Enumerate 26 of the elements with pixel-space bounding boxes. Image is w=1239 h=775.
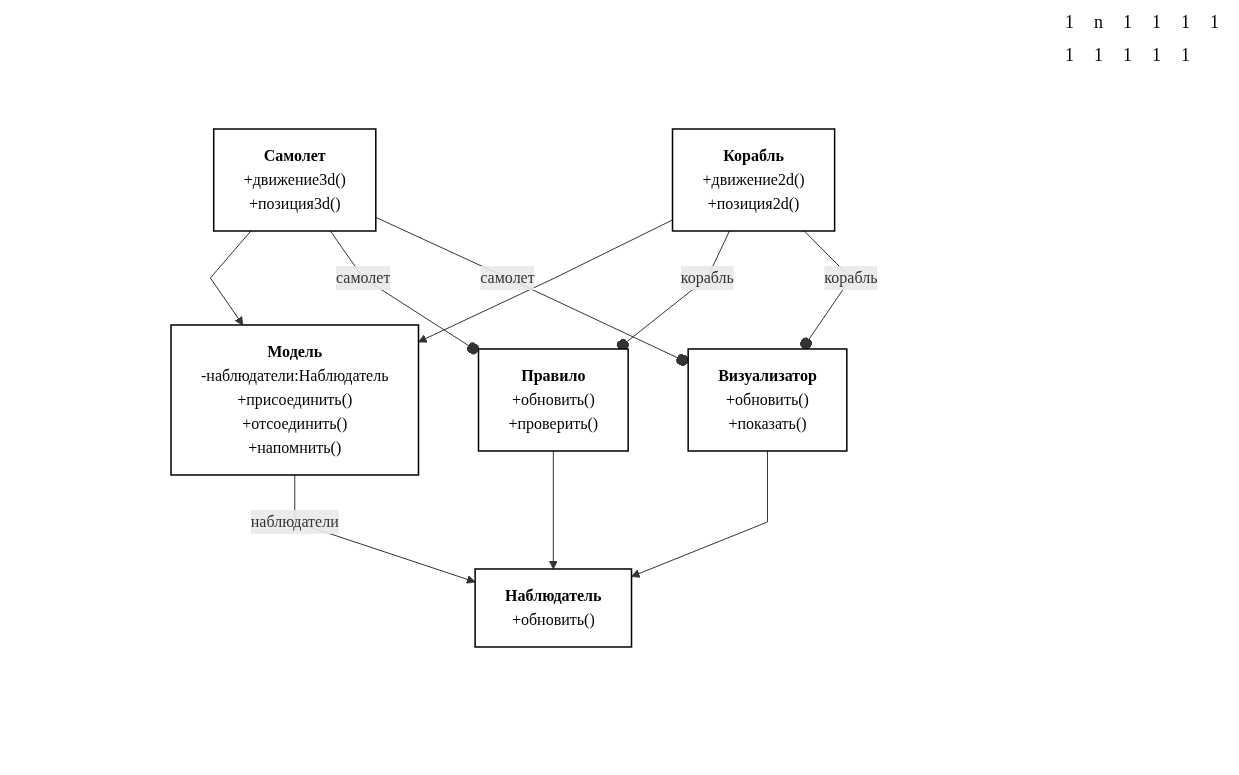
arrow [210,230,252,325]
multiplicity-label: 1 [1180,44,1191,67]
multiplicity-label: 1 [1209,11,1220,34]
node-box: Правило +обновить() +проверить() [478,347,630,452]
multiplicity-label: n [1093,11,1104,34]
edge-label: корабль [680,268,735,286]
node-box: Визуализатор +обновить() +показать() [687,347,848,452]
multiplicity-label: 1 [1122,11,1133,34]
edge-label: самолет [480,268,535,286]
multiplicity-label: 1 [1180,11,1191,34]
arrow [631,450,769,578]
multiplicity-label: 1 [1151,44,1162,67]
edge-label: самолет [336,268,391,286]
multiplicity-label: 1 [1064,11,1075,34]
multiplicity-label: 1 [1122,44,1133,67]
node-box: Модель -наблюдатели:Наблюдатель +присоединить() +отсоединить() +напомнить() [170,323,420,476]
multiplicity-label: 1 [1151,11,1162,34]
node-box: Корабль +движение2d() +позиция2d() [672,127,836,232]
edge-label: корабль [824,268,878,286]
arrow [549,450,558,569]
multiplicity-label: 1 [1093,44,1104,67]
edge-label: наблюдатели [251,512,340,530]
node-box: Наблюдатель +обновить() [474,567,633,648]
node-box: Самолет +движение3d() +позиция3d() [213,127,377,232]
multiplicity-label: 1 [1064,44,1075,67]
connector [330,230,480,354]
